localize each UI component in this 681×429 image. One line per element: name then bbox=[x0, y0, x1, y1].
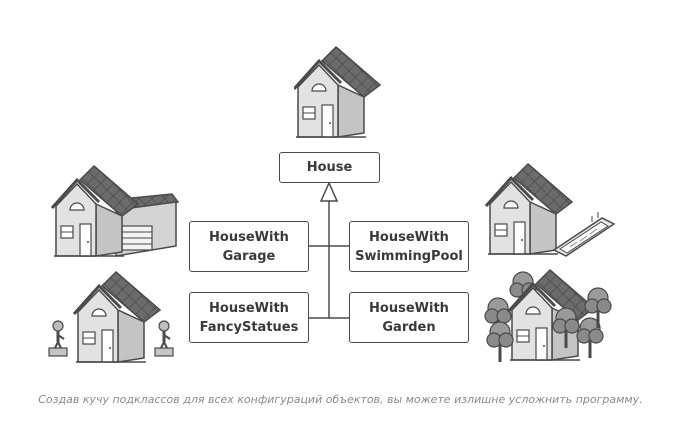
caption: Создав кучу подклассов для всех конфигур… bbox=[38, 393, 643, 406]
house-with-swimming-pool-class-box: HouseWith SwimmingPool bbox=[349, 221, 469, 272]
class-label-line2: Garage bbox=[222, 248, 276, 264]
house-with-garage-illustration bbox=[50, 164, 180, 258]
house-with-garden-illustration bbox=[483, 268, 613, 364]
house-with-garage-class-box: HouseWith Garage bbox=[189, 221, 309, 272]
house-with-fancy-statues-class-box: HouseWith FancyStatues bbox=[189, 292, 309, 343]
house-with-pool-illustration bbox=[484, 162, 616, 257]
house-with-statues-illustration bbox=[47, 270, 175, 364]
class-label-line1: HouseWith bbox=[369, 300, 449, 316]
class-label-line1: HouseWith bbox=[209, 300, 289, 316]
base-house-illustration bbox=[294, 45, 382, 139]
house-with-garden-class-box: HouseWith Garden bbox=[349, 292, 469, 343]
house-class-box: House bbox=[279, 152, 380, 183]
class-label-line1: HouseWith bbox=[209, 229, 289, 245]
house-class-label: House bbox=[306, 160, 353, 175]
class-label-line2: SwimmingPool bbox=[355, 248, 463, 264]
class-label-line2: FancyStatues bbox=[199, 319, 299, 335]
class-label-line1: HouseWith bbox=[369, 229, 449, 245]
class-label-line2: Garden bbox=[382, 319, 436, 335]
